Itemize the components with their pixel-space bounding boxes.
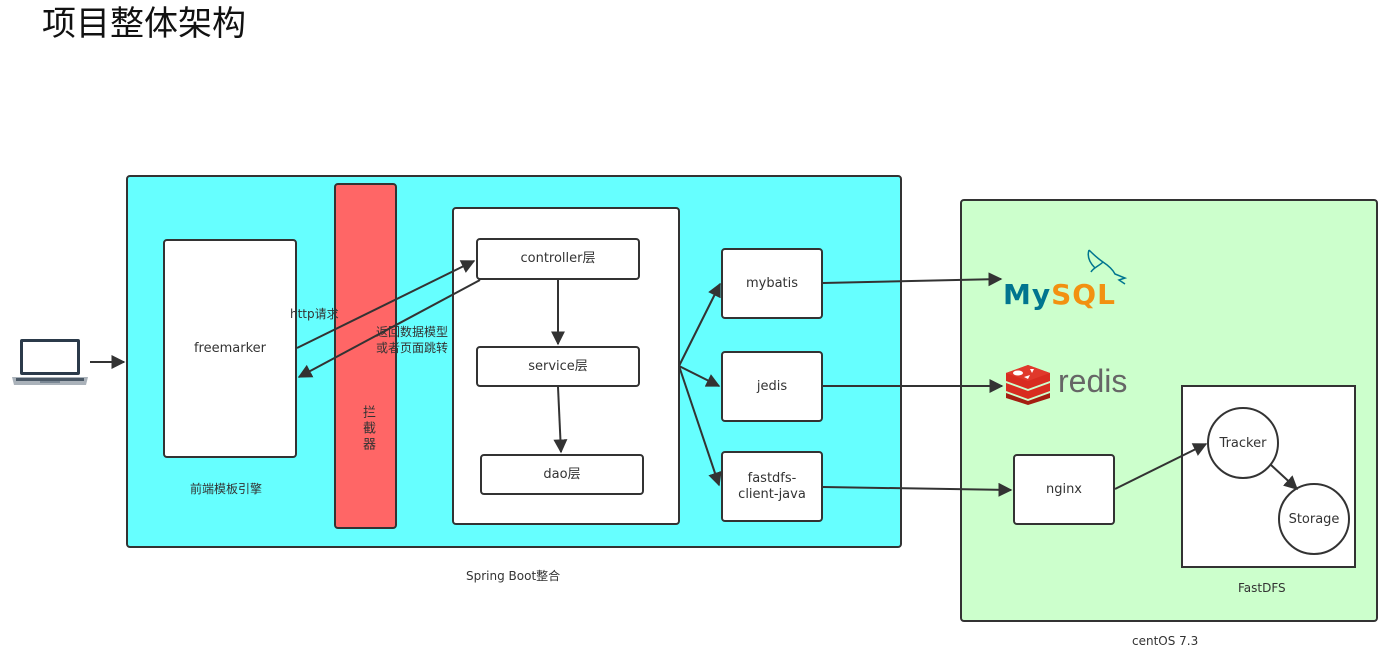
- dao-layer-node[interactable]: dao层: [480, 454, 644, 495]
- frontend-caption: 前端模板引擎: [190, 482, 263, 496]
- response-label-line2: 或者页面跳转: [376, 341, 449, 355]
- controller-layer-label: controller层: [520, 251, 596, 266]
- mysql-text-my: My: [1003, 278, 1052, 311]
- redis-text: redis: [1058, 363, 1128, 399]
- service-layer-node[interactable]: service层: [476, 346, 640, 387]
- jedis-node[interactable]: jedis: [721, 351, 823, 422]
- freemarker-node[interactable]: freemarker: [163, 239, 297, 458]
- jedis-label: jedis: [756, 378, 788, 394]
- interceptor-bar[interactable]: [334, 183, 397, 529]
- interceptor-label: 拦截器: [360, 405, 375, 453]
- storage-node[interactable]: Storage: [1278, 483, 1350, 555]
- page-title: 项目整体架构: [42, 4, 246, 44]
- fastdfs-client-label: fastdfs- client-java: [738, 470, 806, 502]
- redis-logo[interactable]: redis: [1004, 363, 1134, 405]
- http-request-label: http请求: [290, 307, 339, 321]
- controller-layer-node[interactable]: controller层: [476, 238, 640, 280]
- service-layer-label: service层: [528, 358, 588, 374]
- response-label-line1: 返回数据模型: [376, 325, 449, 339]
- spring-boot-label: Spring Boot整合: [466, 569, 561, 583]
- redis-cube-icon: [1006, 365, 1050, 405]
- freemarker-label: freemarker: [193, 340, 266, 356]
- fastdfs-label: FastDFS: [1238, 581, 1286, 595]
- centos-label: centOS 7.3: [1132, 634, 1199, 648]
- nginx-label: nginx: [1045, 481, 1083, 497]
- dolphin-icon: [1087, 249, 1128, 285]
- mybatis-node[interactable]: mybatis: [721, 248, 823, 319]
- tracker-node[interactable]: Tracker: [1207, 407, 1279, 479]
- fastdfs-client-node[interactable]: fastdfs- client-java: [721, 451, 823, 522]
- laptop-icon: [10, 337, 90, 387]
- dao-layer-label: dao层: [543, 466, 581, 482]
- mysql-text-sql: SQL: [1051, 278, 1116, 311]
- tracker-label: Tracker: [1219, 435, 1267, 451]
- storage-label: Storage: [1288, 511, 1340, 527]
- nginx-node[interactable]: nginx: [1013, 454, 1115, 525]
- mysql-logo[interactable]: MySQL: [1003, 248, 1133, 313]
- mybatis-label: mybatis: [745, 275, 799, 291]
